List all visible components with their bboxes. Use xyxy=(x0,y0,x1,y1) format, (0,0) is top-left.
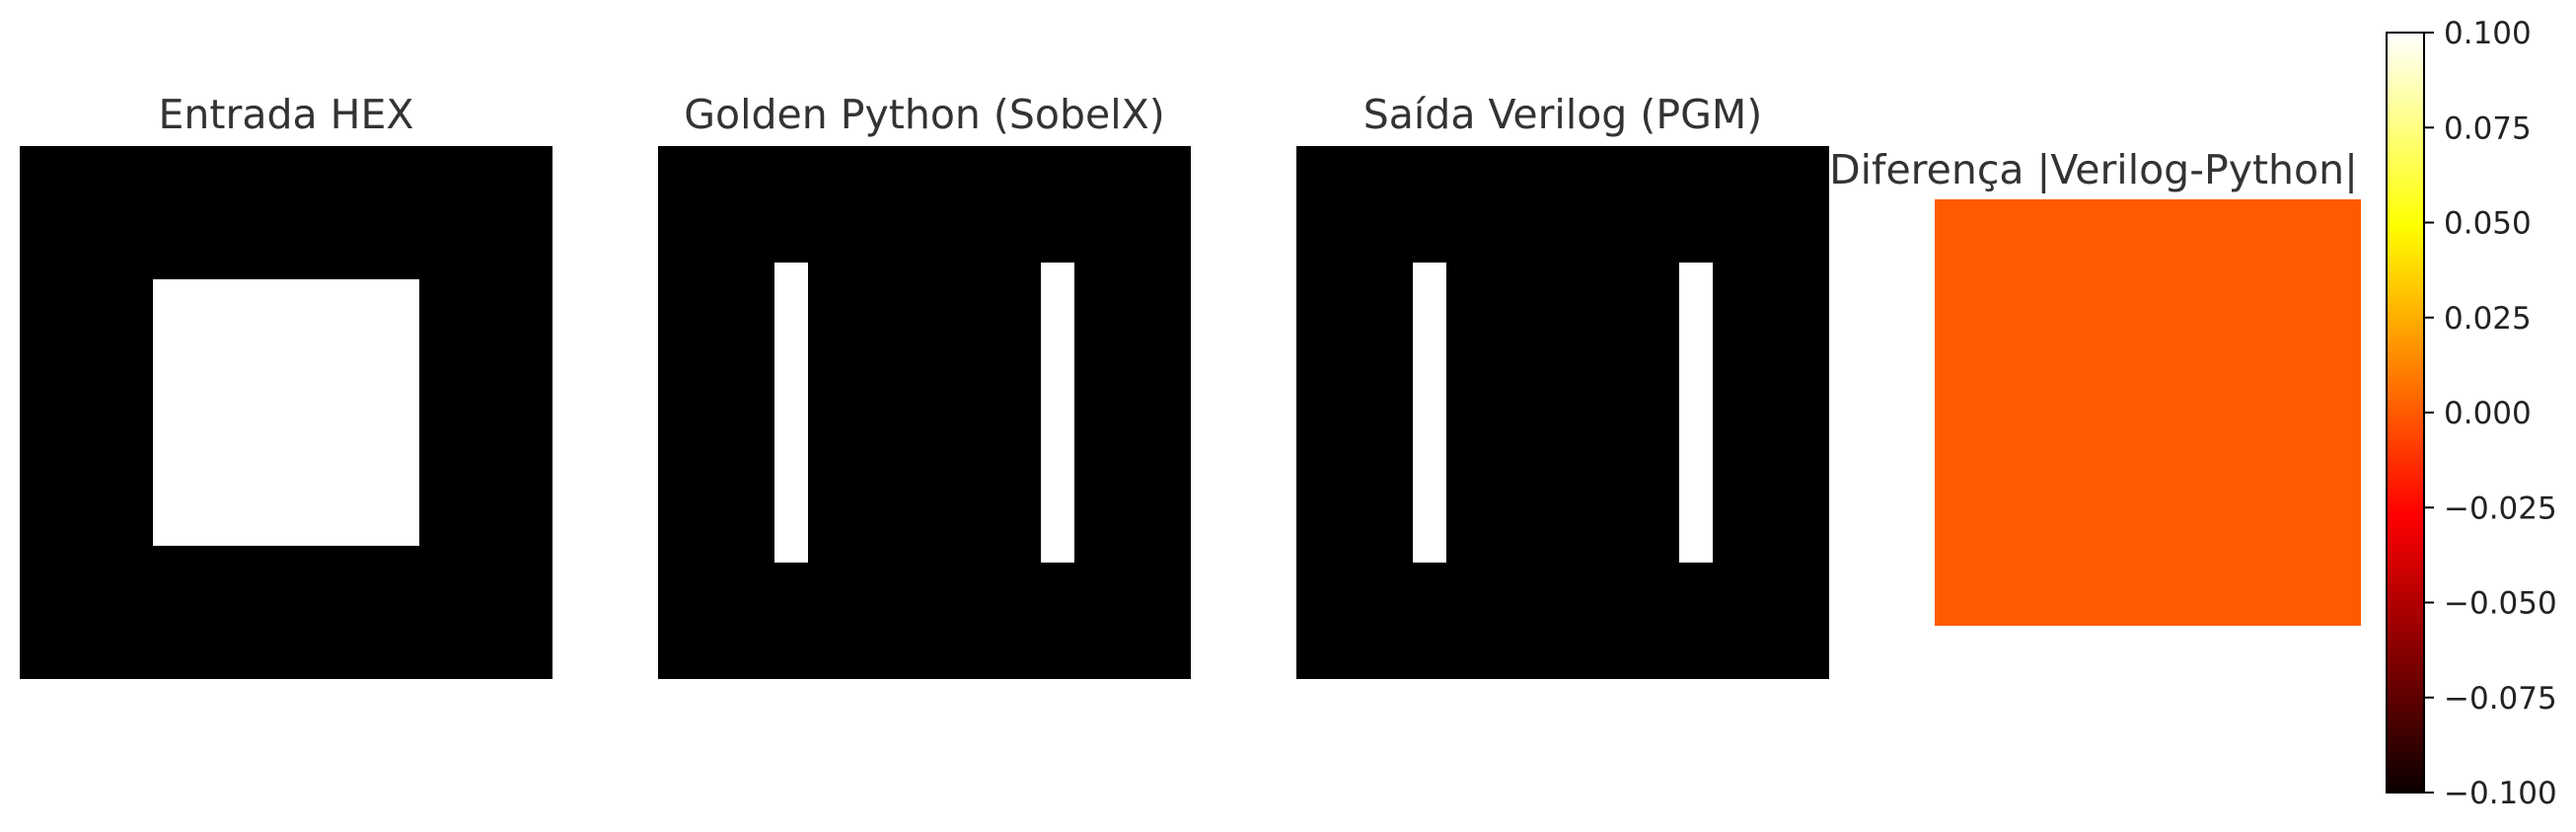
difference-heatmap xyxy=(1935,199,2361,626)
colorbar: 0.100 0.075 0.050 0.025 0.000 −0.025 −0.050 −0.… xyxy=(2386,16,2557,811)
white-square xyxy=(153,279,419,546)
colorbar-tick-label: 0.075 xyxy=(2444,111,2532,146)
edge-bar-right xyxy=(1041,263,1074,563)
colorbar-tick-label: 0.000 xyxy=(2444,396,2532,431)
colorbar-tick-label: −0.050 xyxy=(2444,586,2557,622)
edge-bar-right xyxy=(1679,263,1713,563)
image-background xyxy=(658,146,1191,679)
edge-bar-left xyxy=(774,263,808,563)
colorbar-tick-label: 0.050 xyxy=(2444,206,2532,242)
colorbar-tick-label: 0.100 xyxy=(2444,16,2532,51)
panel-title: Entrada HEX xyxy=(159,91,414,138)
colorbar-tick-label: −0.075 xyxy=(2444,681,2557,717)
colorbar-tick-label: −0.025 xyxy=(2444,491,2557,526)
colorbar-tick-label: 0.025 xyxy=(2444,301,2532,337)
colorbar-tick-label: −0.100 xyxy=(2444,776,2557,811)
panel-saida-verilog: Saída Verilog (PGM) xyxy=(1296,91,1829,679)
panel-title: Saída Verilog (PGM) xyxy=(1363,91,1762,138)
image-background xyxy=(1296,146,1829,679)
colorbar-ticks: 0.100 0.075 0.050 0.025 0.000 −0.025 −0.050 −0.… xyxy=(2424,16,2557,811)
panel-entrada-hex: Entrada HEX xyxy=(20,91,552,679)
colorbar-gradient xyxy=(2386,32,2425,794)
panel-title: Golden Python (SobelX) xyxy=(684,91,1165,138)
panel-golden-python: Golden Python (SobelX) xyxy=(658,91,1191,679)
panel-diferenca: Diferença |Verilog-Python| xyxy=(1829,146,2361,626)
edge-bar-left xyxy=(1413,263,1446,563)
panel-title: Diferença |Verilog-Python| xyxy=(1829,146,2358,193)
